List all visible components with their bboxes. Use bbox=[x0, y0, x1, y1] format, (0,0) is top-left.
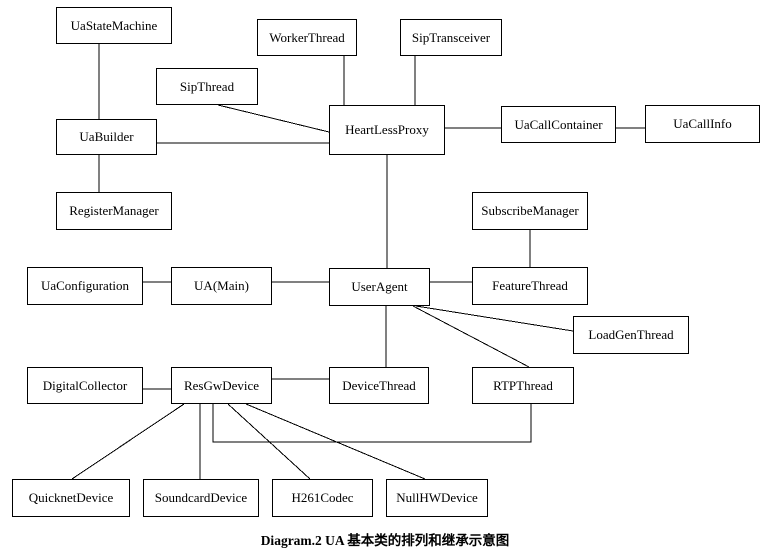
node-uastatemachine: UaStateMachine bbox=[56, 7, 172, 44]
node-nullhwdevice: NullHWDevice bbox=[386, 479, 488, 517]
node-resgwdevice: ResGwDevice bbox=[171, 367, 272, 404]
node-digitalcollector: DigitalCollector bbox=[27, 367, 143, 404]
diagram-caption: Diagram.2 UA 基本类的排列和继承示意图 bbox=[260, 533, 510, 548]
node-rtpthread: RTPThread bbox=[472, 367, 574, 404]
node-soundcarddevice: SoundcardDevice bbox=[143, 479, 259, 517]
node-subscribemanager: SubscribeManager bbox=[472, 192, 588, 230]
node-sipthread: SipThread bbox=[156, 68, 258, 105]
node-uacallinfo: UaCallInfo bbox=[645, 105, 760, 143]
node-siptransceiver: SipTransceiver bbox=[400, 19, 502, 56]
edge-useragent-rtpthread bbox=[412, 305, 530, 368]
edge-resgwdevice-quicknetdevice bbox=[71, 403, 185, 480]
node-useragent: UserAgent bbox=[329, 268, 430, 306]
edge-resgwdevice-rtpthread bbox=[212, 404, 532, 443]
node-uabuilder: UaBuilder bbox=[56, 119, 157, 155]
edge-resgwdevice-h261codec bbox=[227, 403, 311, 480]
node-devicethread: DeviceThread bbox=[329, 367, 429, 404]
node-uaconfiguration: UaConfiguration bbox=[27, 267, 143, 305]
node-uacallcontainer: UaCallContainer bbox=[501, 106, 616, 143]
node-h261codec: H261Codec bbox=[272, 479, 373, 517]
edge-useragent-loadgenthread bbox=[415, 305, 574, 332]
node-heartlessproxy: HeartLessProxy bbox=[329, 105, 445, 155]
node-ua-main: UA(Main) bbox=[171, 267, 272, 305]
node-quicknetdevice: QuicknetDevice bbox=[12, 479, 130, 517]
node-registermanager: RegisterManager bbox=[56, 192, 172, 230]
node-featurethread: FeatureThread bbox=[472, 267, 588, 305]
edge-sipthread-heartlessproxy bbox=[217, 104, 330, 133]
node-loadgenthread: LoadGenThread bbox=[573, 316, 689, 354]
node-workerthread: WorkerThread bbox=[257, 19, 357, 56]
edge-resgwdevice-nullhwdevice bbox=[245, 403, 426, 480]
